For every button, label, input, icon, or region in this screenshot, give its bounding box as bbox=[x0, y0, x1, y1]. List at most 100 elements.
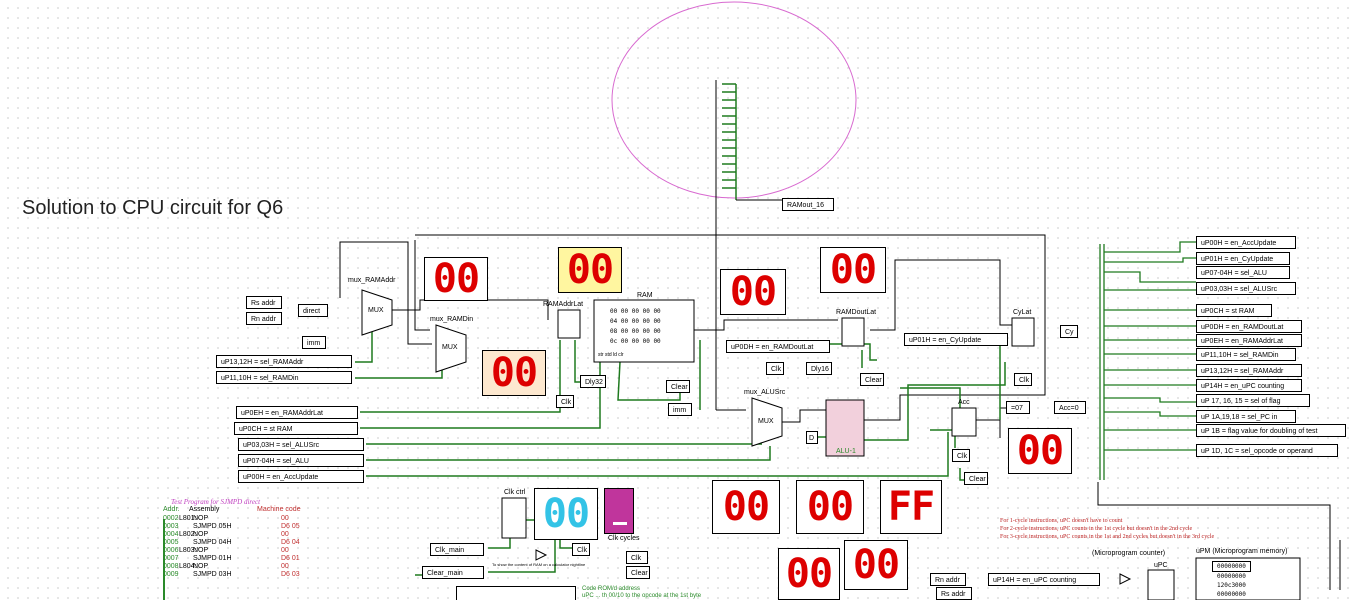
pin-rs-addr[interactable]: Rs addr bbox=[246, 296, 282, 309]
label-upm: uPM (Microprogram memory) bbox=[1196, 548, 1288, 555]
pin-sel-alusrc[interactable]: uP03,03H = sel_ALUSrc bbox=[238, 438, 364, 451]
mux-alusrc[interactable] bbox=[751, 397, 783, 447]
label-upc-counter: (Microprogram counter) bbox=[1092, 550, 1166, 557]
pin-ramout[interactable]: RAMout_16 bbox=[782, 198, 834, 211]
pin-en-cyupdate[interactable]: uP01H = en_CyUpdate bbox=[904, 333, 1008, 346]
pin-rn-addr-2[interactable]: Rn addr bbox=[930, 573, 966, 586]
col-assembly: Assembly bbox=[189, 506, 220, 513]
label-alu: ALU-1 bbox=[836, 448, 856, 455]
label-cylat: CyLat bbox=[1013, 309, 1032, 316]
rpin-en-cyupdate[interactable]: uP01H = en_CyUpdate bbox=[1196, 252, 1290, 265]
pin-imm-2[interactable]: imm bbox=[668, 403, 692, 416]
upm-row: 00000000 bbox=[1217, 573, 1246, 580]
label-mux-ramaddr: mux_RAMAddr bbox=[348, 277, 396, 284]
pin-clk-main[interactable]: Clk_main bbox=[430, 543, 484, 556]
ramaddr-latch[interactable] bbox=[557, 309, 581, 339]
label-ram: RAM bbox=[637, 292, 653, 299]
pin-clear-1[interactable]: Clear bbox=[666, 380, 690, 393]
cycle-display: 00 bbox=[534, 488, 598, 540]
pin-clk-4[interactable]: Clk bbox=[952, 449, 970, 462]
label-acc: Acc bbox=[958, 399, 970, 406]
ram-block[interactable] bbox=[593, 299, 695, 363]
pin-clear-2[interactable]: Clear bbox=[860, 373, 884, 386]
ram-row-2: 08 bbox=[610, 328, 618, 335]
ramdin-display: 00 bbox=[482, 350, 546, 396]
pin-clk-2[interactable]: Clk bbox=[766, 362, 784, 375]
pin-clear-4[interactable]: Clear bbox=[626, 566, 650, 579]
selection-ellipse bbox=[611, 1, 857, 199]
rpin-sel-ramaddr[interactable]: uP13,12H = sel_RAMAddr bbox=[1196, 364, 1302, 377]
rpin-sel-flag[interactable]: uP 17, 16, 15 = sel of flag bbox=[1196, 394, 1310, 407]
ram-cell: 00 bbox=[620, 308, 629, 315]
ram-cell: 00 bbox=[642, 318, 650, 325]
ram-cell: 00 bbox=[642, 328, 650, 335]
ram-cell: 00 bbox=[653, 328, 661, 335]
pin-rs-addr-2[interactable]: Rs addr bbox=[936, 587, 972, 600]
pin-imm[interactable]: imm bbox=[302, 336, 326, 349]
pin-en-ramdoutlat[interactable]: uP0DH = en_RAMDoutLat bbox=[726, 340, 830, 353]
pin-sel-alu[interactable]: uP07-04H = sel_ALU bbox=[238, 454, 364, 467]
pin-acc-eq0[interactable]: Acc=0 bbox=[1054, 401, 1086, 414]
bit-splitter[interactable] bbox=[722, 83, 782, 201]
rpin-sel-alusrc[interactable]: uP03,03H = sel_ALUSrc bbox=[1196, 282, 1296, 295]
pin-nclk[interactable]: Clk bbox=[626, 551, 648, 564]
note-2: For 2-cycle instructions, uPC counts in … bbox=[1000, 526, 1193, 532]
cy-latch[interactable] bbox=[1011, 317, 1035, 347]
rpin-en-ramaddrlat[interactable]: uP0EH = en_RAMAddrLat bbox=[1196, 334, 1302, 347]
upc-block[interactable] bbox=[1147, 569, 1175, 600]
pin-en-upc[interactable]: uP14H = en_uPC counting bbox=[988, 573, 1100, 586]
ram-out-display: 00 bbox=[720, 269, 786, 315]
pin-eq07[interactable]: =07 bbox=[1006, 401, 1030, 414]
clk-ctrl-latch[interactable] bbox=[501, 497, 527, 539]
pin-clk-1[interactable]: Clk bbox=[556, 395, 574, 408]
alu-block[interactable] bbox=[825, 399, 865, 457]
label-upc: uPC bbox=[1154, 562, 1168, 569]
pin-sel-ramaddr[interactable]: uP13,12H = sel_RAMAddr bbox=[216, 355, 352, 368]
pin-clear-3[interactable]: Clear bbox=[964, 472, 988, 485]
page-title: Solution to CPU circuit for Q6 bbox=[22, 197, 284, 219]
pin-en-ramaddrlat[interactable]: uP0EH = en_RAMAddrLat bbox=[236, 406, 358, 419]
pin-dly16[interactable]: Dly16 bbox=[806, 362, 832, 375]
not-gate-upc[interactable] bbox=[1119, 573, 1132, 585]
label-clk-cycles: Clk cycles bbox=[608, 535, 640, 542]
not-gate[interactable] bbox=[535, 549, 548, 561]
pin-en-accupdate[interactable]: uP00H = en_AccUpdate bbox=[238, 470, 364, 483]
rpin-st-ram[interactable]: uP0CH = st RAM bbox=[1196, 304, 1272, 317]
ram-cell: 00 bbox=[653, 338, 661, 345]
ramdout-latch[interactable] bbox=[841, 317, 865, 347]
label-clk-ctrl: Clk ctrl bbox=[504, 489, 526, 496]
rpin-sel-opcode[interactable]: uP 1D, 1C = sel_opcode or operand bbox=[1196, 444, 1338, 457]
rpin-sel-ramdin[interactable]: uP11,10H = sel_RAMDin bbox=[1196, 348, 1296, 361]
pin-clk-5[interactable]: Clk bbox=[572, 543, 590, 556]
rpin-en-ramdoutlat[interactable]: uP0DH = en_RAMDoutLat bbox=[1196, 320, 1302, 333]
rpin-sel-pc[interactable]: uP 1A,19,18 = sel_PC in bbox=[1196, 410, 1296, 423]
pin-dly32[interactable]: Dly32 bbox=[580, 375, 606, 388]
mux-ramaddr-text: MUX bbox=[368, 307, 384, 314]
pin-cy-out[interactable]: Cy bbox=[1060, 325, 1078, 338]
rpin-sel-alu[interactable]: uP07-04H = sel_ALU bbox=[1196, 266, 1290, 279]
rpin-flag-value[interactable]: uP 1B = flag value for doubling of test bbox=[1196, 424, 1346, 437]
ram-cell: 00 bbox=[631, 338, 639, 345]
pin-sel-ramdin[interactable]: uP11,10H = sel_RAMDin bbox=[216, 371, 352, 384]
pin-st-ram[interactable]: uP0CH = st RAM bbox=[234, 422, 358, 435]
mux-ramdin[interactable] bbox=[435, 324, 467, 373]
rpin-en-accupdate[interactable]: uP00H = en_AccUpdate bbox=[1196, 236, 1296, 249]
pin-rn-addr[interactable]: Rn addr bbox=[246, 312, 282, 325]
note-3: For 3-cycle instructions, uPC counts in … bbox=[1000, 534, 1215, 540]
cycle-indicator-bar bbox=[613, 522, 627, 525]
label-ramdoutlat: RAMDoutLat bbox=[836, 309, 877, 316]
rpin-en-upc[interactable]: uP14H = en_uPC counting bbox=[1196, 379, 1302, 392]
ram-cell: 00 bbox=[653, 318, 661, 325]
pin-direct[interactable]: direct bbox=[298, 304, 328, 317]
pin-d[interactable]: D bbox=[806, 431, 818, 444]
col-machine-code: Machine code bbox=[257, 506, 301, 513]
test-program: Test Program for SJMPD direct Addr. Asse… bbox=[163, 498, 343, 579]
pin-clear-main[interactable]: Clear_main bbox=[422, 566, 484, 579]
upm-row: 00000000 bbox=[1217, 591, 1246, 598]
mux-ramaddr[interactable] bbox=[361, 289, 393, 336]
pin-clk-3[interactable]: Clk bbox=[1014, 373, 1032, 386]
acc-latch[interactable] bbox=[951, 407, 977, 437]
